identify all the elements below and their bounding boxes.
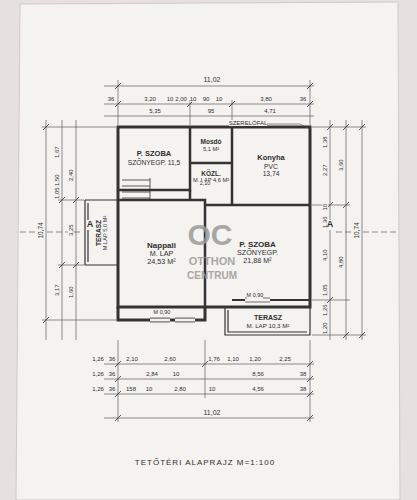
room-text: SZŐNYEGP. [237,249,278,257]
dimension-label: 2,00 [175,96,187,102]
dimension-label: 4,10 [322,249,328,261]
room-text: M. LAP 10,3 M² [247,322,290,329]
dimension-label: 2,40 [68,169,74,181]
dimension-label: 2,10 [200,181,211,187]
dimension-label: 1,26 [92,356,104,362]
room-label: TERASZM. LAP 10,3 M² [229,310,307,333]
room-label: TERASZM.LAP 5,0 M² [89,204,115,262]
dimension-label: 158 [126,386,136,392]
room-label: KÖZL.M. LAP 4,6 M² [192,165,230,189]
dimension-label: 10 [146,386,153,392]
dimension-label: 10 [167,96,174,102]
dimension-label: 1,05 [322,284,328,296]
dimension-label: 2,10 [126,356,138,362]
room-text: M.LAP 5,0 M² [102,216,109,251]
dimension-label: 4,71 [264,108,276,114]
room-text: 21,88 M² [243,257,271,265]
watermark: CENTRUM [187,271,237,282]
dimension-label: 1,60 [68,286,74,298]
room-text: 13,74 [263,170,280,178]
dimension-label: 1,05 [54,187,60,199]
dimension-label: 2,27 [322,164,328,176]
dimension-label: 8,56 [252,371,264,377]
dimension-label: A [87,220,94,229]
dimension-label: M 0,90 [247,293,264,299]
room-text: M. LAP 4,6 M² [193,177,229,184]
dimension-label: 10 [209,386,216,392]
dimension-label: 3,80 [260,96,272,102]
dimension-label: 1,26 [92,371,104,377]
dimension-label: 1,50 [54,174,60,186]
dimension-label: 1,76 [208,356,220,362]
room-text: Nappali [147,241,176,250]
dimension-label: 2,60 [164,356,176,362]
dimension-label: 36 [109,371,116,377]
dimension-label: 1,38 [322,136,328,148]
dimension-label: 10,74 [354,222,361,238]
room-text: M. LAP [150,250,174,258]
room-text: TERASZ [95,216,102,251]
dimension-label: M 0,90 [154,310,171,316]
dimension-label: 36 [108,96,115,102]
dimension-label: 4,56 [252,386,264,392]
dimension-label: 5,35 [149,108,161,114]
dimension-label: 10 [190,96,197,102]
dimension-label: 10 [173,371,180,377]
note-label: SZERELŐFAL [229,120,268,126]
dimension-label: 2,84 [146,371,158,377]
dimension-label: A [327,220,334,229]
dimension-label: 3,60 [338,159,344,171]
dimension-label: 10 [322,204,328,211]
room-text: 5,1 M² [203,146,219,153]
dimension-label: 4,80 [338,256,344,268]
dimension-label: 36 [109,386,116,392]
room-text: SZŐNYEGP. 11,5 [128,159,181,167]
room-label: Mosdó5,1 M² [192,129,230,162]
dimension-label: 1,10 [227,356,239,362]
dimension-label: 11,02 [204,76,221,83]
dimension-label: 1,67 [54,146,60,158]
room-text: KÖZL. [201,170,221,177]
room-text: PVC [264,163,278,171]
dimension-label: 1,20 [249,356,261,362]
dimension-label: 2,25 [279,356,291,362]
dimension-label: 10 [216,96,223,102]
room-label: P. SZOBASZŐNYEGP. 11,5 [120,129,188,188]
dimension-label: 3,20 [144,96,156,102]
dimension-label: 3,25 [68,224,74,236]
room-text: P. SZOBA [137,150,171,159]
room-text: Konyha [257,154,285,163]
dimension-label: 1,20 [322,322,328,334]
dimension-label: 95 [208,108,215,114]
dimension-label: 1,26 [92,386,104,392]
dimension-label: 36 [300,96,307,102]
dimension-label: 2,80 [174,386,186,392]
dimension-label: 38 [300,371,307,377]
dimension-label: 36 [109,356,116,362]
dimension-label: 90 [203,96,210,102]
dimension-label: 38 [300,386,307,392]
drawing-caption: TETŐTÉRI ALAPRAJZ M=1:100 [135,459,275,467]
room-text: 24,53 M² [147,258,175,266]
dimension-label: 3,17 [54,284,60,296]
room-label: NappaliM. LAP24,53 M² [120,202,203,305]
watermark: OC [188,219,233,251]
watermark: OTTHON [189,256,235,268]
room-text: Mosdó [201,138,222,145]
room-text: P. SZOBA [239,240,276,249]
dimension-label: 10,74 [38,222,45,238]
room-label: KonyhaPVC13,74 [234,129,308,203]
dimension-label: 11,02 [204,409,221,416]
room-text: TERASZ [254,314,282,322]
dimension-label: 1,26 [322,304,328,316]
